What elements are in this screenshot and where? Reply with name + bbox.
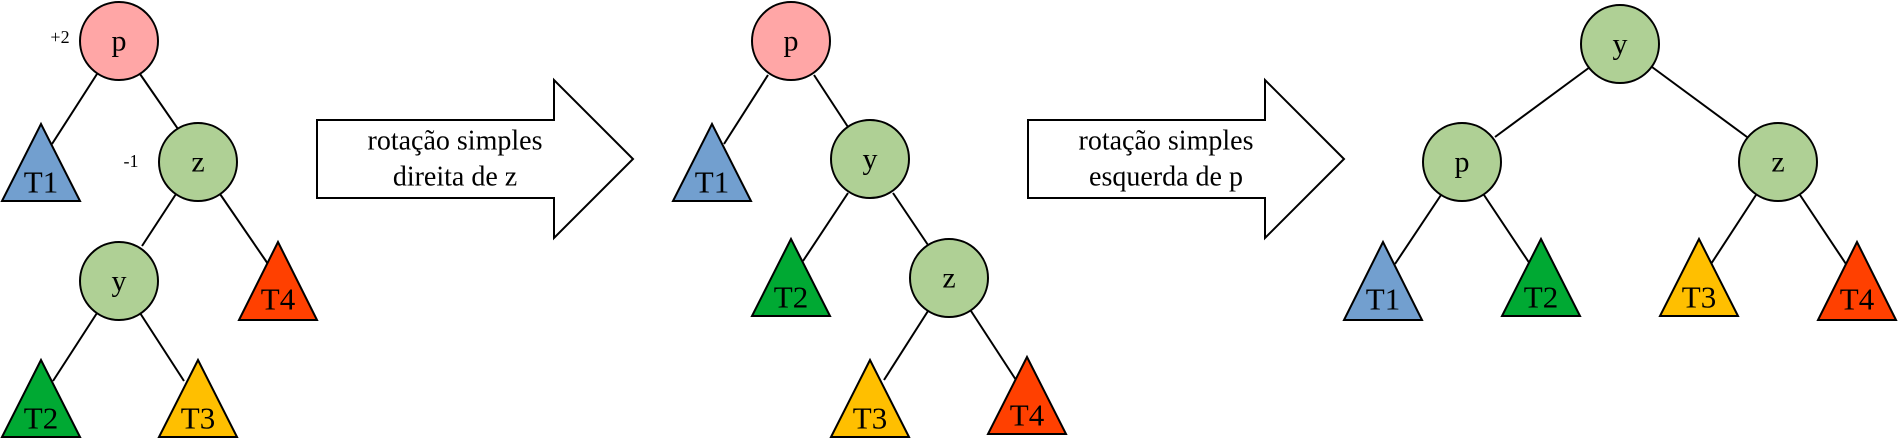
subtree-t3: T3	[829, 357, 911, 438]
subtree-t4-triangle	[986, 354, 1068, 435]
subtree-t3-triangle	[1658, 236, 1740, 317]
subtree-t4-triangle	[237, 239, 319, 321]
arrow-1-label-line2: direita de z	[393, 162, 517, 193]
arrow-2-label-line2: esquerda de p	[1089, 162, 1243, 193]
subtree-t4: T4	[986, 354, 1068, 435]
edge-p-t2	[1483, 194, 1531, 265]
balance-factor-z: -1	[124, 151, 139, 171]
subtree-t2: T2	[0, 357, 82, 438]
subtree-t2-label: T2	[24, 401, 58, 436]
node-p-label: p	[784, 25, 799, 58]
edge-y-p	[1494, 66, 1591, 138]
node-z-label: z	[942, 262, 955, 295]
node-z-label: z	[191, 146, 204, 179]
edge-y-t3	[139, 312, 185, 382]
subtree-t1-triangle	[671, 121, 753, 202]
arrow-1-right-rotation: rotação simples direita de z	[316, 77, 635, 241]
node-p-label: p	[1455, 146, 1470, 179]
node-p: p	[751, 1, 831, 81]
node-z: z	[909, 238, 989, 318]
arrow-1-shape	[316, 77, 635, 241]
edge-p-t1	[51, 73, 98, 145]
arrow-2-label-line1: rotação simples	[1079, 126, 1254, 157]
subtree-t3-label: T3	[181, 401, 215, 436]
balance-factor-p: +2	[50, 27, 69, 47]
subtree-t2-label: T2	[1524, 280, 1558, 315]
node-p-circle	[1422, 122, 1502, 202]
subtree-t3-label: T3	[1682, 280, 1716, 315]
edge-y-z	[892, 192, 929, 246]
subtree-t2: T2	[1500, 236, 1582, 317]
node-y-circle	[79, 241, 159, 321]
node-y: y	[1580, 4, 1660, 84]
node-y: y	[830, 119, 910, 199]
subtree-t4-triangle	[1816, 239, 1898, 321]
subtree-t3-triangle	[829, 357, 911, 438]
edge-p-y	[813, 74, 849, 128]
subtree-t2-label: T2	[774, 280, 808, 315]
subtree-t3-label: T3	[853, 401, 887, 436]
diagram-1-before-rotation: p +2 z -1 y T1 T4 T2 T3	[0, 1, 319, 438]
subtree-t2-triangle	[750, 236, 832, 317]
node-p-circle	[751, 1, 831, 81]
diagram-2-after-right-rotation: p y z T1 T2 T3 T4	[671, 1, 1068, 438]
edge-z-t4	[219, 193, 269, 265]
subtree-t3: T3	[1658, 236, 1740, 317]
edge-p-t1	[1394, 194, 1442, 265]
subtree-t1-label: T1	[1366, 282, 1400, 317]
edge-y-z	[1651, 66, 1748, 138]
edge-y-t2	[802, 192, 849, 262]
arrow-2-left-rotation: rotação simples esquerda de p	[1027, 77, 1346, 241]
edge-y-t2	[52, 312, 98, 382]
node-z-circle	[1738, 122, 1818, 202]
node-p: p	[1422, 122, 1502, 202]
arrow-1-label-line1: rotação simples	[368, 126, 543, 157]
edge-z-t3	[883, 310, 929, 381]
node-y: y	[79, 241, 159, 321]
subtree-t4-label: T4	[1010, 398, 1045, 433]
node-z: z	[158, 122, 238, 202]
subtree-t2-triangle	[0, 357, 82, 438]
subtree-t1-label: T1	[24, 165, 58, 200]
node-z: z	[1738, 122, 1818, 202]
node-z-label: z	[1771, 146, 1784, 179]
subtree-t1: T1	[0, 121, 82, 202]
subtree-t4-label: T4	[1840, 282, 1875, 317]
node-y-circle	[830, 119, 910, 199]
subtree-t2: T2	[750, 236, 832, 317]
subtree-t3-triangle	[157, 357, 239, 438]
node-p: p	[79, 1, 159, 81]
subtree-t4-label: T4	[261, 282, 296, 317]
subtree-t4: T4	[237, 239, 319, 321]
edge-z-y	[141, 193, 177, 247]
node-z-circle	[158, 122, 238, 202]
subtree-t2-triangle	[1500, 236, 1582, 317]
diagram-3-balanced-result: y p z T1 T2 T3 T4	[1342, 4, 1898, 321]
subtree-t1: T1	[1342, 239, 1424, 321]
subtree-t3: T3	[157, 357, 239, 438]
edge-z-t4	[970, 310, 1017, 381]
subtree-t1-triangle	[0, 121, 82, 202]
node-p-circle	[79, 1, 159, 81]
node-z-circle	[909, 238, 989, 318]
subtree-t1-label: T1	[695, 165, 729, 200]
node-y-label: y	[112, 265, 127, 298]
arrow-2-shape	[1027, 77, 1346, 241]
edge-z-t3	[1710, 194, 1757, 265]
node-p-label: p	[112, 25, 127, 58]
node-y-label: y	[863, 143, 878, 176]
node-y-circle	[1580, 4, 1660, 84]
edge-z-t4	[1799, 194, 1847, 265]
edge-p-z	[139, 73, 179, 130]
subtree-t1: T1	[671, 121, 753, 202]
node-y-label: y	[1613, 28, 1628, 61]
edge-p-t1	[723, 74, 769, 145]
subtree-t1-triangle	[1342, 239, 1424, 321]
subtree-t4: T4	[1816, 239, 1898, 321]
